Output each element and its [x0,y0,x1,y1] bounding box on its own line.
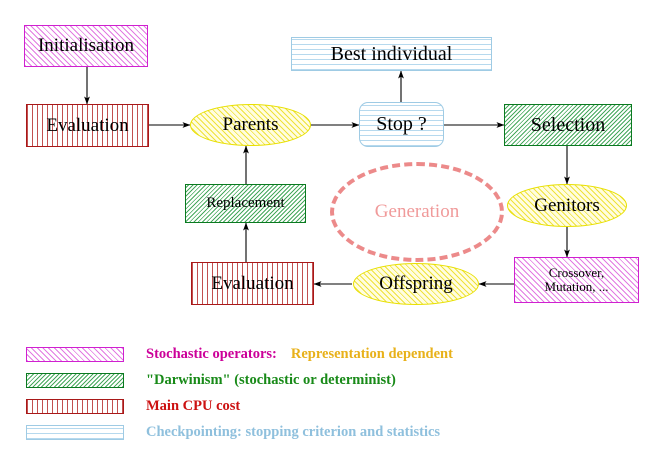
node-evaluation-bottom[interactable]: Evaluation [191,262,314,305]
node-selection-label: Selection [530,113,606,136]
node-parents[interactable]: Parents [190,104,311,146]
node-stop[interactable]: Stop ? [359,102,444,147]
node-best-individual[interactable]: Best individual [291,37,492,71]
node-stop-label: Stop ? [376,113,427,135]
node-offspring[interactable]: Offspring [353,263,479,305]
node-initialisation[interactable]: Initialisation [24,25,148,67]
node-parents-label: Parents [222,114,279,136]
node-evaluation-bottom-label: Evaluation [211,272,294,294]
node-crossover-mutation[interactable]: Crossover, Mutation, ... [514,257,639,303]
generation-loop-annotation: Generation [330,162,504,262]
node-evaluation-top[interactable]: Evaluation [26,104,149,147]
node-replacement-label: Replacement [206,194,285,211]
node-selection[interactable]: Selection [504,104,632,146]
node-replacement[interactable]: Replacement [185,184,306,223]
node-initialisation-label: Initialisation [37,35,135,57]
generation-label: Generation [374,201,460,222]
node-offspring-label: Offspring [379,273,453,295]
node-genitors-label: Genitors [534,194,600,216]
node-evaluation-top-label: Evaluation [46,114,129,136]
node-crossover-line-2: Mutation, ... [544,279,609,294]
node-genitors[interactable]: Genitors [507,184,627,227]
node-best-individual-label: Best individual [330,42,453,65]
node-crossover-line-1: Crossover, [548,265,605,281]
